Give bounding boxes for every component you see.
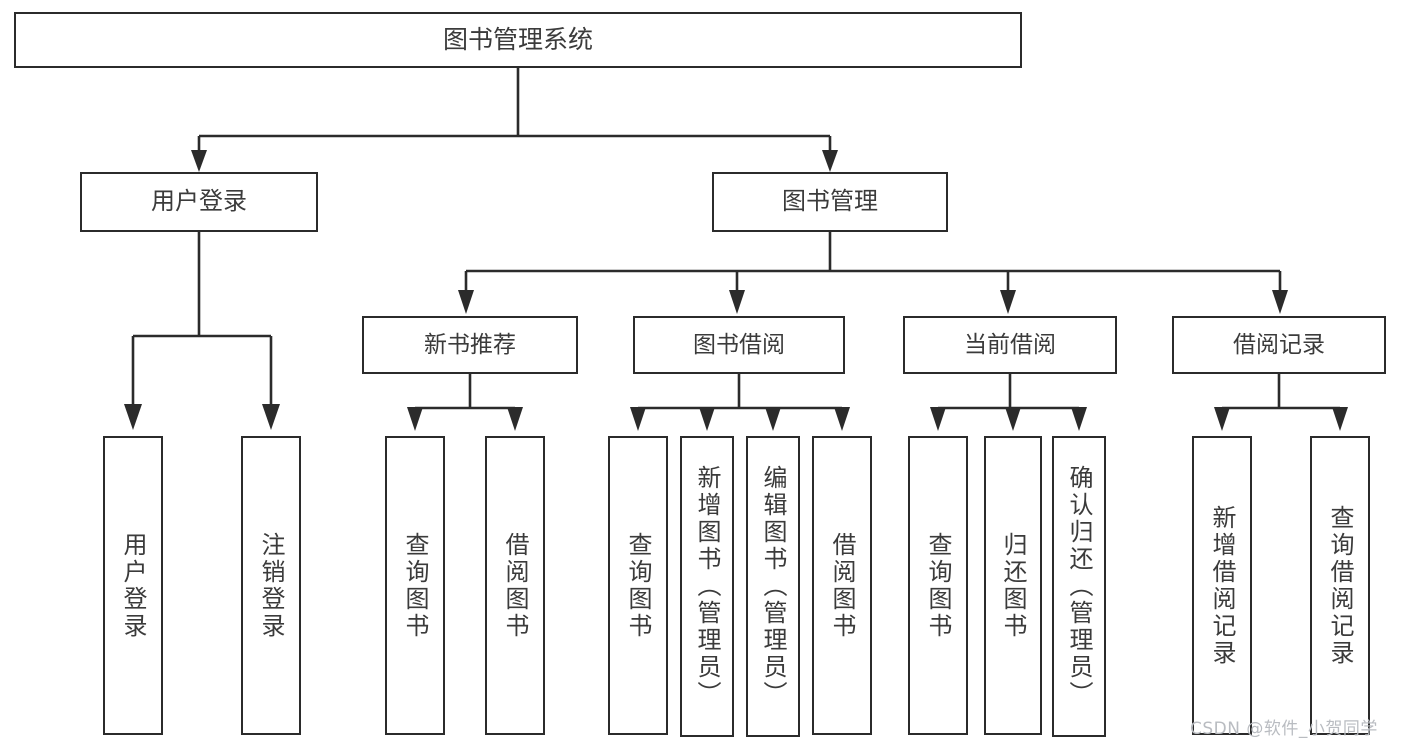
arrow-bm-book-borrow (729, 290, 745, 314)
node-new-book-rec[interactable]: 新书推荐 (362, 316, 578, 374)
arrow-bm-new-book-rec (458, 290, 474, 314)
node-leaf-return-book-label: 归还图书 (999, 531, 1027, 640)
node-leaf-query-record[interactable]: 查询借阅记录 (1310, 436, 1370, 735)
arrow-nbr-leaf-1 (407, 407, 423, 431)
node-new-book-rec-label: 新书推荐 (424, 331, 516, 358)
arrow-bb-leaf-1 (630, 407, 646, 431)
arrow-bb-leaf-3 (765, 407, 781, 431)
node-leaf-confirm-return[interactable]: 确认归还（管理员） (1052, 436, 1106, 737)
node-book-borrow[interactable]: 图书借阅 (633, 316, 845, 374)
node-leaf-add-book[interactable]: 新增图书（管理员） (680, 436, 734, 737)
arrow-bm-borrow-record (1272, 290, 1288, 314)
node-book-manage[interactable]: 图书管理 (712, 172, 948, 232)
node-leaf-borrow-book-1[interactable]: 借阅图书 (485, 436, 545, 735)
node-leaf-add-record[interactable]: 新增借阅记录 (1192, 436, 1252, 735)
node-leaf-query-book-1-label: 查询图书 (401, 531, 429, 640)
arrow-user-login-leaf-1 (124, 404, 142, 430)
node-current-borrow[interactable]: 当前借阅 (903, 316, 1117, 374)
node-leaf-borrow-book-1-label: 借阅图书 (501, 531, 529, 640)
node-borrow-record[interactable]: 借阅记录 (1172, 316, 1386, 374)
arrow-cb-leaf-1 (930, 407, 946, 431)
node-leaf-logout-label: 注销登录 (257, 531, 285, 640)
node-root-label: 图书管理系统 (442, 24, 593, 54)
arrow-br-leaf-1 (1214, 407, 1230, 431)
node-leaf-query-book-2[interactable]: 查询图书 (608, 436, 668, 735)
csdn-watermark: CSDN @软件_小贺同学 (1190, 719, 1378, 739)
node-leaf-user-login[interactable]: 用户登录 (103, 436, 163, 735)
node-leaf-add-book-label: 新增图书（管理员） (693, 465, 721, 708)
node-user-login-label: 用户登录 (151, 187, 247, 216)
node-root[interactable]: 图书管理系统 (14, 12, 1022, 68)
node-leaf-user-login-label: 用户登录 (119, 531, 147, 640)
node-leaf-edit-book-label: 编辑图书（管理员） (759, 465, 787, 708)
arrow-bm-current-borrow (1000, 290, 1016, 314)
node-leaf-query-book-3-label: 查询图书 (924, 531, 952, 640)
node-leaf-query-book-1[interactable]: 查询图书 (385, 436, 445, 735)
node-book-manage-label: 图书管理 (782, 187, 878, 216)
node-leaf-confirm-return-label: 确认归还（管理员） (1065, 465, 1093, 708)
node-leaf-return-book[interactable]: 归还图书 (984, 436, 1042, 735)
arrow-cb-leaf-3 (1071, 407, 1087, 431)
node-leaf-query-book-2-label: 查询图书 (624, 531, 652, 640)
node-leaf-borrow-book-2-label: 借阅图书 (828, 531, 856, 640)
node-leaf-edit-book[interactable]: 编辑图书（管理员） (746, 436, 800, 737)
arrow-bb-leaf-4 (834, 407, 850, 431)
arrow-root-to-user-login (191, 150, 207, 172)
arrow-root-to-book-manage (822, 150, 838, 172)
arrow-cb-leaf-2 (1005, 407, 1021, 431)
arrow-bb-leaf-2 (699, 407, 715, 431)
node-current-borrow-label: 当前借阅 (964, 331, 1056, 358)
node-borrow-record-label: 借阅记录 (1233, 331, 1325, 358)
arrow-user-login-leaf-2 (262, 404, 280, 430)
node-leaf-query-record-label: 查询借阅记录 (1326, 504, 1354, 667)
node-leaf-borrow-book-2[interactable]: 借阅图书 (812, 436, 872, 735)
arrow-br-leaf-2 (1332, 407, 1348, 431)
node-leaf-logout[interactable]: 注销登录 (241, 436, 301, 735)
node-leaf-query-book-3[interactable]: 查询图书 (908, 436, 968, 735)
node-leaf-add-record-label: 新增借阅记录 (1208, 504, 1236, 667)
node-user-login[interactable]: 用户登录 (80, 172, 318, 232)
arrow-nbr-leaf-2 (507, 407, 523, 431)
node-book-borrow-label: 图书借阅 (693, 331, 785, 358)
